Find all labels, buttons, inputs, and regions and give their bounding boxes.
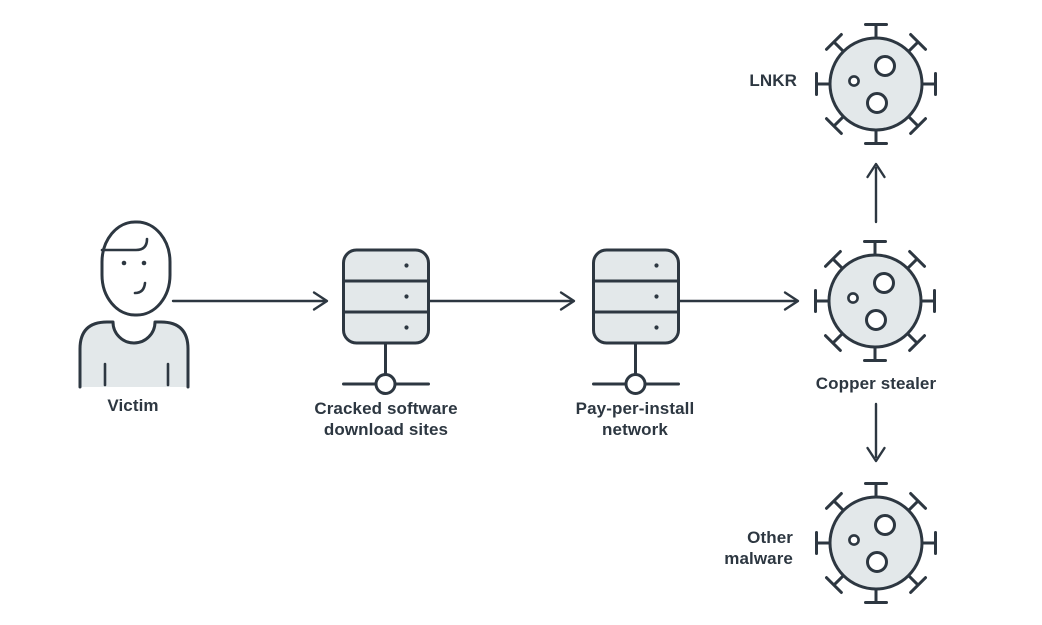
other-malware-label-line1: Other: [747, 528, 793, 547]
copper-stealer-label: Copper stealer: [776, 373, 976, 394]
arrow-copper-to-other: [866, 402, 886, 463]
other-malware-label-line2: malware: [724, 549, 793, 568]
arrow-ppi-to-copper: [677, 291, 800, 311]
virus-icon: [811, 478, 941, 608]
cracked-sites-label-line2: download sites: [323, 420, 449, 439]
victim-label-text: Victim: [107, 396, 159, 415]
lnkr-label: LNKR: [672, 70, 797, 91]
arrow-copper-to-lnkr: [866, 162, 886, 224]
server-icon: [340, 245, 435, 400]
victim-label: Victim: [53, 395, 213, 416]
arrow-victim-to-cracked: [171, 291, 329, 311]
ppi-network-label: Pay-per-install network: [535, 398, 735, 440]
virus-icon: [811, 19, 941, 149]
ppi-network-label-line2: network: [602, 420, 668, 439]
other-malware-label: Other malware: [648, 527, 793, 569]
lnkr-label-text: LNKR: [749, 71, 797, 90]
ppi-network-label-line1: Pay-per-install: [575, 399, 695, 418]
virus-icon: [810, 236, 940, 366]
cracked-sites-label: Cracked software download sites: [286, 398, 486, 440]
server-icon: [590, 245, 685, 400]
person-icon: [73, 215, 193, 390]
copper-stealer-label-text: Copper stealer: [815, 374, 937, 393]
arrow-cracked-to-ppi: [427, 291, 576, 311]
cracked-sites-label-line1: Cracked software: [314, 399, 458, 418]
